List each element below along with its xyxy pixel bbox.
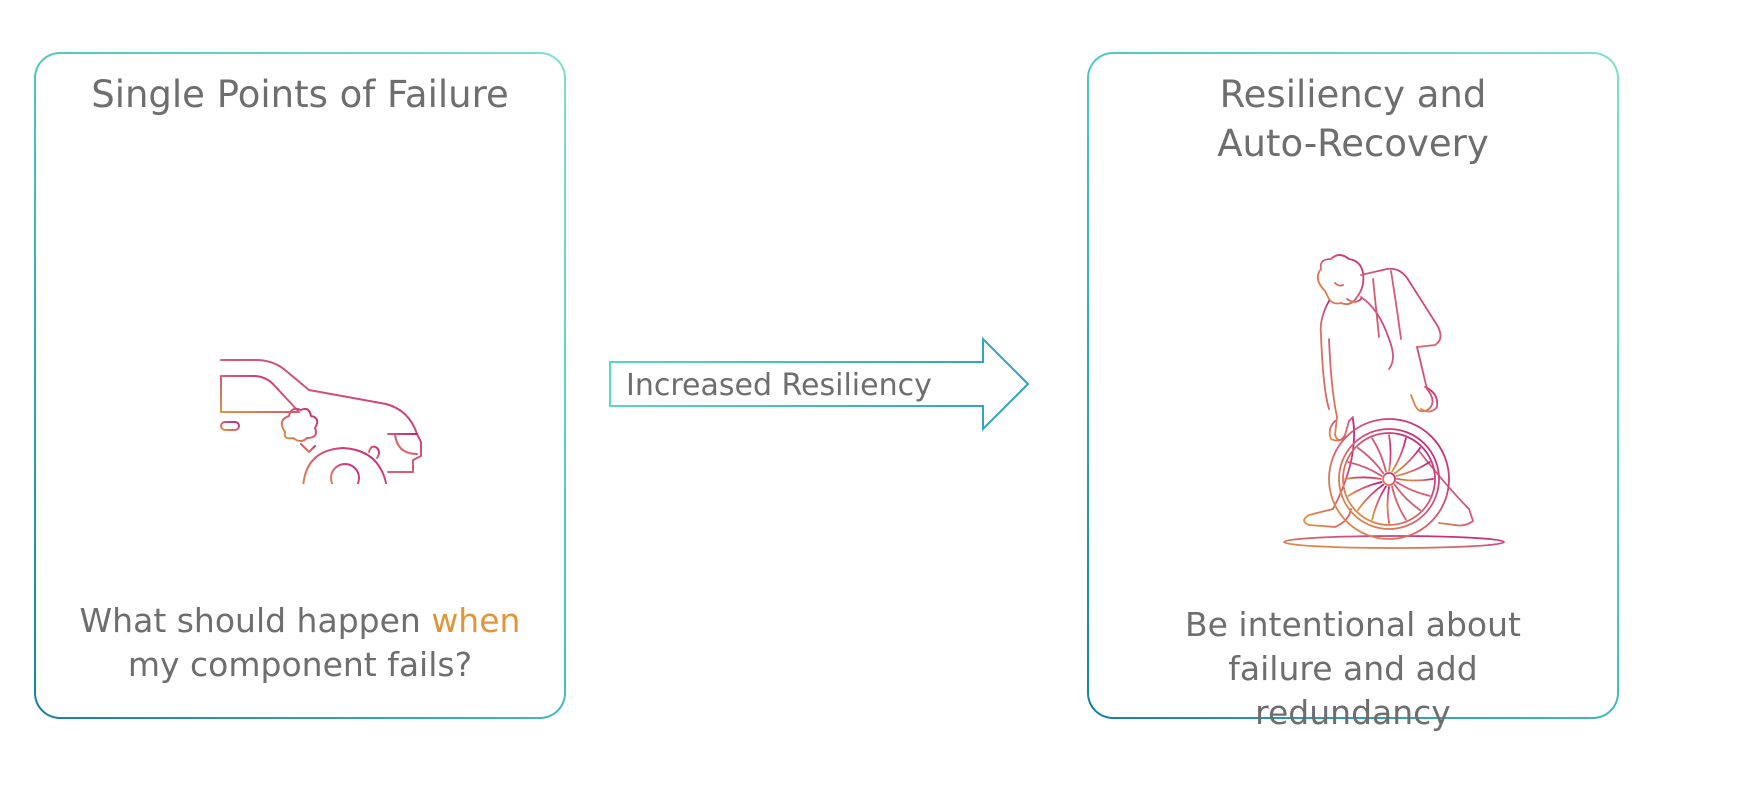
tire-spoke xyxy=(1356,483,1385,512)
panel-title: Resiliency and Auto-Recovery xyxy=(1217,73,1489,165)
arrow-label: Increased Resiliency xyxy=(626,368,932,403)
caption-accent-word: when xyxy=(431,601,521,640)
panel-caption: Be intentional about failure and add red… xyxy=(1185,605,1521,732)
tire-spoke xyxy=(1393,483,1422,512)
tire-spoke xyxy=(1386,486,1390,524)
tire-spoke xyxy=(1393,446,1422,475)
tire-spoke xyxy=(1391,437,1407,473)
panel-title: Single Points of Failure xyxy=(91,73,509,116)
tire-spoke xyxy=(1388,434,1392,472)
right-arrow-icon xyxy=(609,336,1030,432)
tire-spoke xyxy=(1371,485,1387,521)
panel-single-points-of-failure: Single Points of Failure What should hap… xyxy=(34,52,566,719)
tire-spoke xyxy=(1395,481,1431,497)
panel-resiliency-auto-recovery: Resiliency and Auto-Recovery xyxy=(1087,52,1619,732)
tire-spoke xyxy=(1391,485,1407,521)
tire-spoke xyxy=(1344,476,1382,480)
mechanic-changing-tire-icon xyxy=(1283,254,1505,549)
tire-spoke xyxy=(1347,481,1383,497)
tire-spoke xyxy=(1371,437,1387,473)
progress-arrow: Increased Resiliency xyxy=(608,334,1033,434)
tire-spoke xyxy=(1356,446,1385,475)
tire-spoke xyxy=(1395,461,1431,477)
panel-caption: What should happen when my component fai… xyxy=(79,601,521,684)
tire-spoke xyxy=(1347,461,1383,477)
tire-spoke xyxy=(1396,478,1434,482)
broken-down-car-icon xyxy=(220,359,422,484)
